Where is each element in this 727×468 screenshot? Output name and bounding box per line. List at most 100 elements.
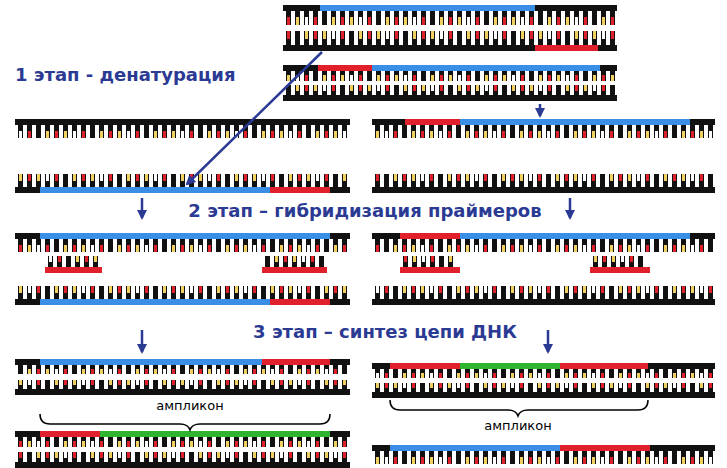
- backbone-segment: [535, 45, 598, 51]
- base-tip: [439, 373, 442, 378]
- base-tip: [46, 452, 49, 458]
- base-tip: [682, 457, 685, 464]
- base-tip: [611, 31, 614, 39]
- backbone-segment: [460, 233, 690, 239]
- base-tip: [430, 373, 433, 378]
- base-tip: [466, 286, 469, 293]
- base-tip: [289, 131, 292, 138]
- backbone: [372, 363, 715, 369]
- base-tip: [412, 457, 415, 464]
- base-tip: [430, 174, 433, 181]
- base-tip: [511, 131, 514, 138]
- base-tip: [284, 256, 287, 262]
- base-tip: [422, 256, 425, 262]
- base-tip: [529, 245, 532, 252]
- step-arrow: [569, 198, 572, 218]
- base-tip: [403, 245, 406, 252]
- base-tip: [521, 75, 524, 81]
- base-tip: [655, 174, 658, 181]
- base-tip: [91, 286, 94, 293]
- base-tip: [109, 174, 112, 181]
- base-tip: [493, 373, 496, 378]
- base-tip: [475, 286, 478, 293]
- base-tip: [100, 369, 103, 374]
- base-tip: [493, 131, 496, 138]
- base-tip: [592, 383, 595, 388]
- base-tip: [575, 75, 578, 81]
- base-tip: [325, 131, 328, 138]
- base-tip: [76, 256, 79, 262]
- base-tip: [55, 441, 58, 447]
- base-tip: [413, 17, 416, 25]
- base-tip: [145, 174, 148, 181]
- base-tip: [145, 131, 148, 138]
- base-tip: [520, 245, 523, 252]
- base-tip: [565, 174, 568, 181]
- base-tip: [592, 286, 595, 293]
- base-tip: [475, 373, 478, 378]
- base-tip: [512, 85, 515, 91]
- base-tip: [145, 245, 148, 252]
- base-tip: [529, 286, 532, 293]
- base-tip: [154, 131, 157, 138]
- base-tip: [199, 441, 202, 447]
- base-tip: [404, 17, 407, 25]
- base-tip: [58, 256, 61, 262]
- base-tip: [637, 383, 640, 388]
- base-tip: [575, 17, 578, 25]
- base-tip: [46, 174, 49, 181]
- base-tip: [448, 131, 451, 138]
- base-tip: [431, 31, 434, 39]
- base-tip: [439, 457, 442, 464]
- base-tip: [511, 383, 514, 388]
- base-tip: [217, 131, 220, 138]
- base-tip: [289, 452, 292, 458]
- base-tip: [154, 380, 157, 385]
- base-tip: [217, 452, 220, 458]
- base-tip: [700, 286, 703, 293]
- base-tip: [100, 131, 103, 138]
- base-tip: [547, 245, 550, 252]
- base-tip: [235, 369, 238, 374]
- base-tip: [556, 131, 559, 138]
- base-tip: [289, 245, 292, 252]
- base-tip: [673, 373, 676, 378]
- base-tip: [394, 245, 397, 252]
- base-tip: [314, 75, 317, 81]
- base-tip: [253, 369, 256, 374]
- base-tip: [601, 373, 604, 378]
- base-tip: [520, 174, 523, 181]
- base-tip: [271, 131, 274, 138]
- base-tip: [466, 373, 469, 378]
- base-tip: [529, 373, 532, 378]
- base-tip: [637, 131, 640, 138]
- base-tip: [502, 131, 505, 138]
- base-tip: [323, 85, 326, 91]
- stage-label: 3 этап – синтез цепи ДНК: [250, 321, 520, 342]
- base-tip: [217, 369, 220, 374]
- base-tip: [530, 31, 533, 39]
- base-tip: [341, 17, 344, 25]
- base-tip: [64, 452, 67, 458]
- base-tip: [377, 75, 380, 81]
- base-tip: [612, 256, 615, 262]
- base-tip: [511, 457, 514, 464]
- base-tip: [163, 174, 166, 181]
- base-tip: [19, 286, 22, 293]
- base-tip: [575, 31, 578, 39]
- base-tip: [82, 452, 85, 458]
- base-tip: [307, 452, 310, 458]
- base-tip: [475, 245, 478, 252]
- base-tip: [493, 286, 496, 293]
- base-tip: [673, 174, 676, 181]
- base-tip: [163, 286, 166, 293]
- base-tip: [293, 256, 296, 262]
- step-arrow: [539, 104, 542, 116]
- base-tip: [37, 369, 40, 374]
- backbone-segment: [40, 187, 270, 193]
- backbone: [283, 45, 617, 51]
- base-tip: [280, 131, 283, 138]
- base-tip: [476, 31, 479, 39]
- base-tip: [307, 131, 310, 138]
- base-tip: [316, 441, 319, 447]
